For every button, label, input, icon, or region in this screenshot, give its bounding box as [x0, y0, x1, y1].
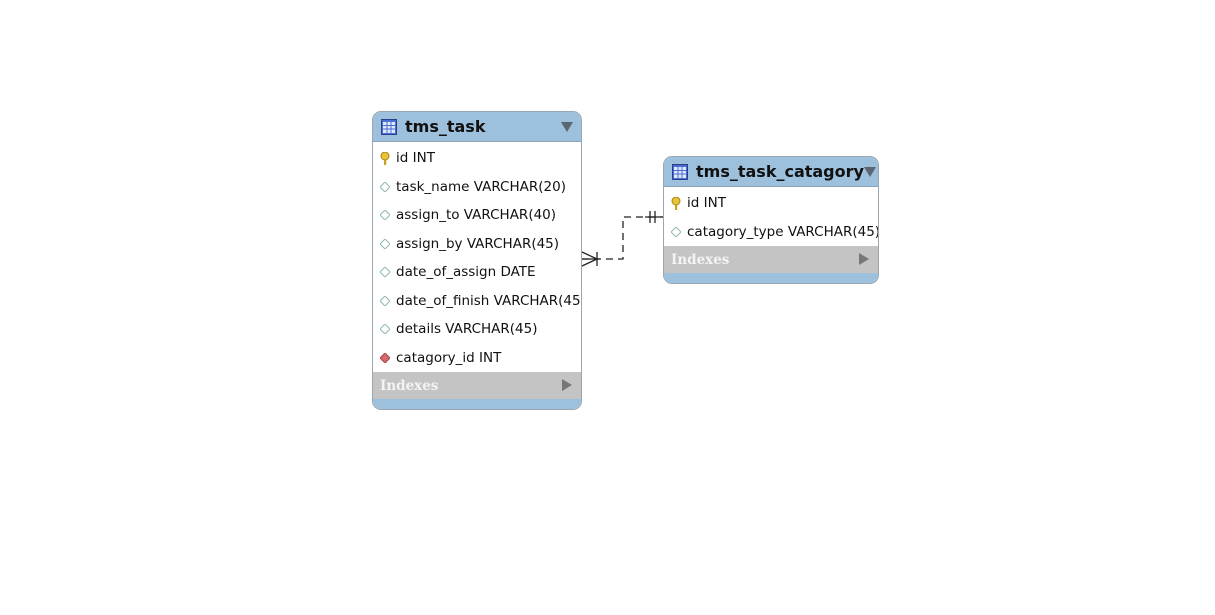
table-header[interactable]: tms_task_catagory: [664, 157, 878, 187]
table-icon: [672, 163, 688, 180]
indexes-label: Indexes: [671, 251, 730, 268]
collapse-triangle-icon[interactable]: [863, 166, 876, 177]
column-label: id INT: [396, 150, 435, 167]
column-row[interactable]: details VARCHAR(45): [373, 315, 581, 344]
column-diamond-icon: [380, 266, 390, 278]
column-label: date_of_finish VARCHAR(45): [396, 292, 582, 309]
table-icon: [381, 118, 397, 135]
column-row[interactable]: date_of_finish VARCHAR(45): [373, 287, 581, 316]
foreign-key-diamond-icon: [380, 352, 390, 364]
column-label: assign_by VARCHAR(45): [396, 235, 560, 252]
column-diamond-icon: [380, 209, 390, 221]
expand-triangle-icon[interactable]: [562, 376, 572, 395]
column-label: id INT: [687, 195, 726, 212]
column-row[interactable]: task_name VARCHAR(20): [373, 173, 581, 202]
primary-key-icon: [671, 196, 681, 210]
column-row[interactable]: assign_to VARCHAR(40): [373, 201, 581, 230]
table-tms-task-catagory[interactable]: tms_task_catagory id INT catagory_type V…: [663, 156, 879, 284]
expand-triangle-icon[interactable]: [859, 250, 869, 269]
column-label: details VARCHAR(45): [396, 321, 538, 338]
indexes-label: Indexes: [380, 377, 439, 394]
table-header[interactable]: tms_task: [373, 112, 581, 142]
column-row[interactable]: id INT: [373, 144, 581, 173]
table-tms-task[interactable]: tms_task id INT task_name VARCHAR(20) as…: [372, 111, 582, 410]
table-title: tms_task_catagory: [696, 162, 864, 181]
column-label: catagory_type VARCHAR(45): [687, 223, 879, 240]
column-label: assign_to VARCHAR(40): [396, 207, 557, 224]
primary-key-icon: [380, 151, 390, 165]
indexes-section[interactable]: Indexes: [373, 372, 581, 399]
column-diamond-icon: [380, 238, 390, 250]
column-row[interactable]: catagory_type VARCHAR(45): [664, 218, 878, 247]
column-diamond-icon: [380, 181, 390, 193]
column-label: catagory_id INT: [396, 349, 502, 366]
column-row[interactable]: date_of_assign DATE: [373, 258, 581, 287]
collapse-triangle-icon[interactable]: [561, 121, 573, 132]
column-diamond-icon: [380, 323, 390, 335]
column-row[interactable]: assign_by VARCHAR(45): [373, 230, 581, 259]
column-diamond-icon: [380, 295, 390, 307]
one-or-many-crowfoot-icon: [581, 251, 600, 267]
column-row[interactable]: catagory_id INT: [373, 344, 581, 373]
relationship-line[interactable]: [582, 216, 663, 260]
column-diamond-icon: [671, 226, 681, 238]
table-footer: [373, 399, 581, 409]
exactly-one-mark-icon: [645, 211, 663, 223]
table-footer: [664, 273, 878, 283]
column-row[interactable]: id INT: [664, 189, 878, 218]
column-label: date_of_assign DATE: [396, 264, 536, 281]
table-title: tms_task: [405, 117, 486, 136]
indexes-section[interactable]: Indexes: [664, 246, 878, 273]
column-label: task_name VARCHAR(20): [396, 178, 566, 195]
